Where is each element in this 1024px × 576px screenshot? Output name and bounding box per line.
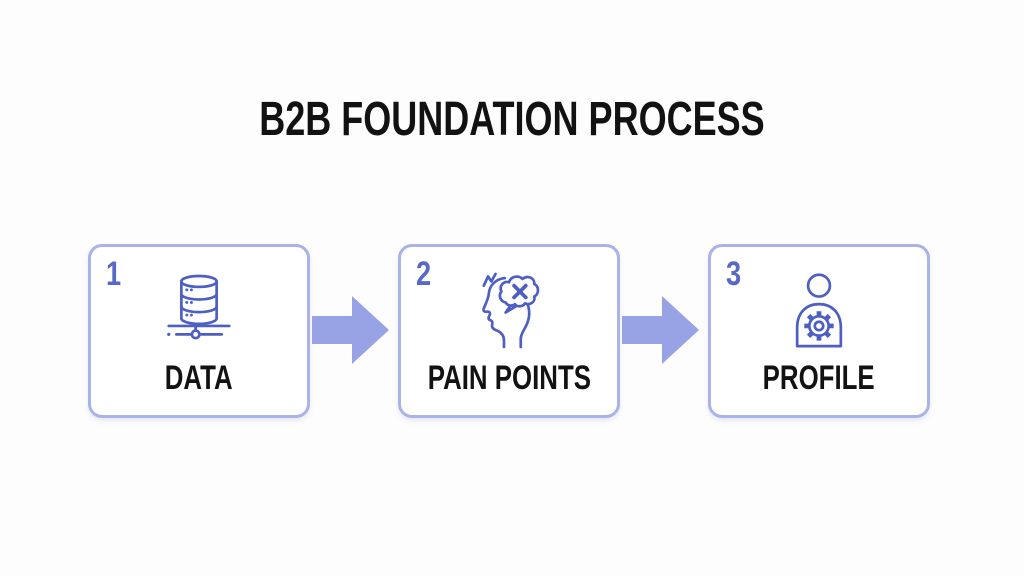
step-label: DATA xyxy=(165,359,233,397)
database-network-icon xyxy=(157,268,241,352)
step-card-pain-points: 2 PAIN POINTS xyxy=(398,244,620,418)
person-gear-icon xyxy=(777,268,861,352)
step-card-data: 1 DATA xyxy=(88,244,310,418)
flow-arrow-icon xyxy=(312,296,389,364)
page-title: B2B FOUNDATION PROCESS xyxy=(0,96,1024,144)
flow-arrow-icon xyxy=(622,296,699,364)
step-number-badge: 1 xyxy=(106,255,122,293)
step-number-badge: 2 xyxy=(416,255,432,293)
page-title-text: B2B FOUNDATION PROCESS xyxy=(259,93,765,146)
head-pain-icon xyxy=(467,268,551,352)
step-label: PAIN POINTS xyxy=(427,359,591,397)
step-number-badge: 3 xyxy=(726,255,742,293)
step-label: PROFILE xyxy=(763,359,875,397)
step-card-profile: 3 PROFILE xyxy=(708,244,930,418)
